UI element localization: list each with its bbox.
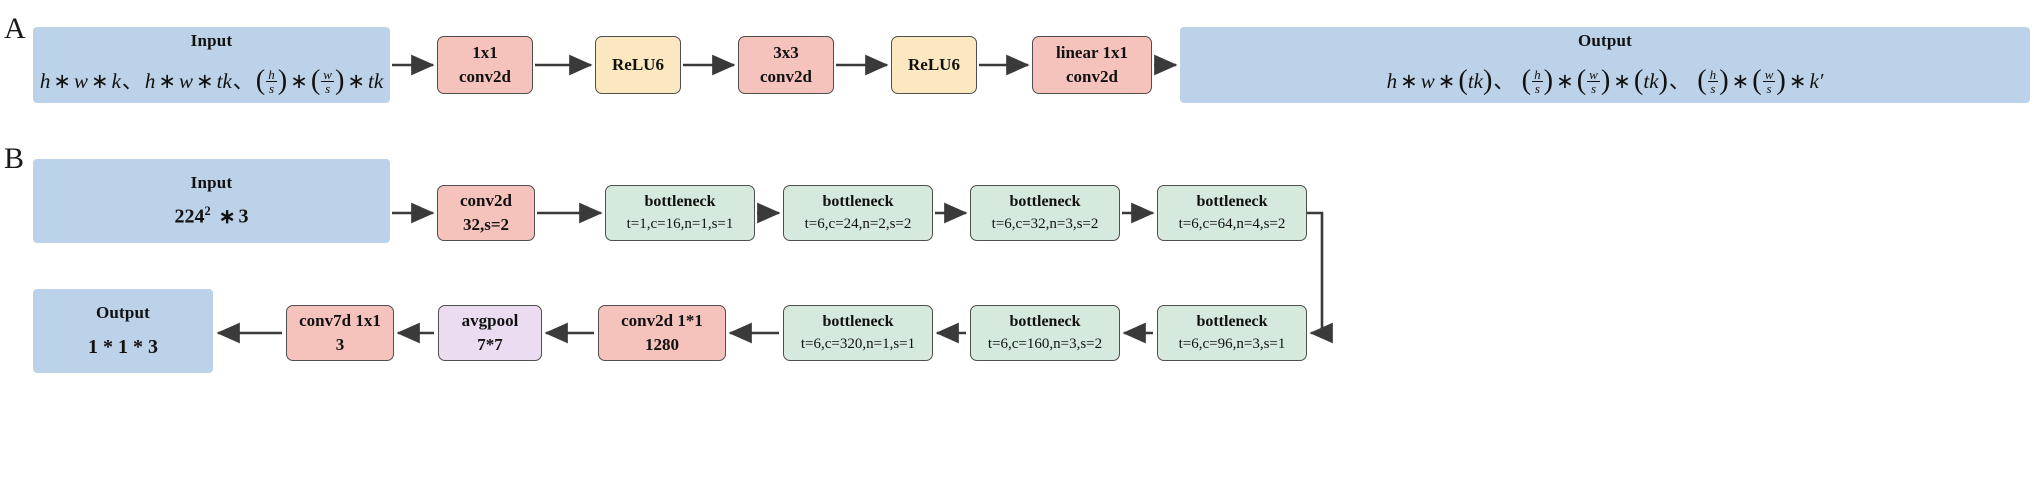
block-label-line2: 7*7: [477, 335, 503, 354]
panel-b-block-bottleneck-2[interactable]: bottleneck t=6,c=24,n=2,s=2: [783, 185, 933, 241]
block-label-line1: ReLU6: [612, 55, 664, 75]
block-label-line2: t=6,c=32,n=3,s=2: [991, 215, 1099, 232]
block-label-line1: bottleneck: [644, 193, 716, 211]
panel-b-block-bottleneck-6[interactable]: bottleneck t=6,c=160,n=3,s=2: [970, 305, 1120, 361]
panel-a-block-relu6-a[interactable]: ReLU6: [595, 36, 681, 94]
block-label-line1: avgpool: [461, 311, 519, 331]
block-label-line1: bottleneck: [1196, 193, 1268, 211]
input-mult: 3: [238, 205, 249, 228]
block-label-line2: 3: [335, 335, 345, 354]
block-label-line2: conv2d: [1066, 67, 1118, 86]
block-label-line2: 1280: [645, 335, 679, 354]
panel-a-output-title: Output: [1577, 31, 1633, 51]
input-exponent: 2: [204, 204, 211, 219]
block-label-line1: linear 1x1: [1056, 43, 1128, 63]
panel-b-block-avgpool[interactable]: avgpool 7*7: [438, 305, 542, 361]
panel-b-input-shape: 2242 ∗3: [174, 204, 249, 228]
arrow-b-wrap-btl4-to-btl5: [1307, 211, 1333, 344]
block-label-line2: t=6,c=96,n=3,s=1: [1178, 335, 1286, 352]
block-label-line1: bottleneck: [822, 193, 894, 211]
block-label-line1: ReLU6: [908, 55, 960, 75]
panel-b-block-conv2d-32[interactable]: conv2d 32,s=2: [437, 185, 535, 241]
panel-a-block-relu6-b[interactable]: ReLU6: [891, 36, 977, 94]
input-base: 224: [174, 205, 205, 228]
panel-b-output-title: Output: [95, 302, 151, 322]
block-label-line1: bottleneck: [1196, 313, 1268, 331]
panel-b-block-conv7d[interactable]: conv7d 1x1 3: [286, 305, 394, 361]
block-label-line2: t=6,c=24,n=2,s=2: [804, 215, 912, 232]
panel-b-block-bottleneck-3[interactable]: bottleneck t=6,c=32,n=3,s=2: [970, 185, 1120, 241]
panel-b-input-title: Input: [190, 172, 233, 192]
block-label-line2: conv2d: [760, 67, 812, 86]
block-label-line2: t=6,c=160,n=3,s=2: [987, 335, 1103, 352]
panel-b-input-box: Input 2242 ∗3: [33, 159, 390, 243]
panel-b-block-bottleneck-4[interactable]: bottleneck t=6,c=64,n=4,s=2: [1157, 185, 1307, 241]
block-label-line2: t=1,c=16,n=1,s=1: [626, 215, 734, 232]
panel-b-letter: B: [4, 142, 25, 175]
panel-b-block-conv2d-1280[interactable]: conv2d 1*1 1280: [598, 305, 726, 361]
panel-b-block-bottleneck-7[interactable]: bottleneck t=6,c=320,n=1,s=1: [783, 305, 933, 361]
panel-a-block-linear1x1[interactable]: linear 1x1 conv2d: [1032, 36, 1152, 94]
block-label-line2: t=6,c=64,n=4,s=2: [1178, 215, 1286, 232]
block-label-line1: 3x3: [773, 43, 799, 63]
block-label-line1: bottleneck: [822, 313, 894, 331]
block-label-line1: conv2d: [460, 191, 512, 211]
block-label-line1: bottleneck: [1009, 193, 1081, 211]
panel-b-block-bottleneck-5[interactable]: bottleneck t=6,c=96,n=3,s=1: [1157, 305, 1307, 361]
panel-b-output-shape: 1 * 1 * 3: [88, 335, 158, 358]
block-label-line1: 1x1: [472, 43, 498, 63]
block-label-line2: t=6,c=320,n=1,s=1: [800, 335, 916, 352]
block-label-line2: conv2d: [459, 67, 511, 86]
block-label-line2: 32,s=2: [462, 215, 510, 234]
panel-a-block-conv1x1[interactable]: 1x1 conv2d: [437, 36, 533, 94]
panel-b-output-box: Output 1 * 1 * 3: [33, 289, 213, 373]
panel-a-input-title: Input: [190, 31, 233, 51]
panel-a-letter: A: [4, 12, 26, 45]
block-label-line1: bottleneck: [1009, 313, 1081, 331]
block-label-line1: conv2d 1*1: [621, 311, 703, 331]
panel-a-block-conv3x3[interactable]: 3x3 conv2d: [738, 36, 834, 94]
panel-b-block-bottleneck-1[interactable]: bottleneck t=1,c=16,n=1,s=1: [605, 185, 755, 241]
block-label-line1: conv7d 1x1: [299, 311, 381, 331]
